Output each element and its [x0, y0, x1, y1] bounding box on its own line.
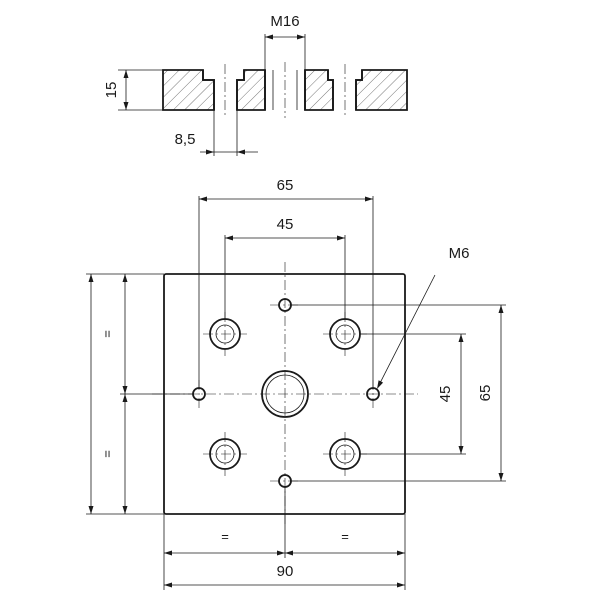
- thickness-arrow-bottom: [123, 102, 129, 110]
- equal-left-bottom: =: [99, 450, 114, 458]
- left-overall-arrow-bottom: [88, 506, 94, 514]
- bottom-split-arrow-right: [397, 550, 405, 556]
- central-thread-hole: [261, 370, 309, 418]
- equal-bottom-right: =: [341, 529, 349, 544]
- bottom-split-arrow-mid-right: [285, 550, 293, 556]
- section-left-inner-body: [236, 69, 266, 111]
- dim45-top-label: 45: [277, 216, 294, 233]
- counterbore-arrow-left: [206, 149, 214, 155]
- dim45-right-arrow-top: [458, 334, 464, 342]
- m6-leader-line: [377, 274, 436, 388]
- bottom-split-arrow-mid-left: [277, 550, 285, 556]
- counterbored-hole-bottom-left: [203, 432, 247, 476]
- width-arrow-right: [397, 582, 405, 588]
- dim45-top-arrow-left: [225, 235, 233, 241]
- left-split-arrow-mid-down: [122, 394, 128, 402]
- dim65-top-label: 65: [277, 177, 294, 194]
- m6-label: M6: [449, 245, 470, 262]
- dim45-right-label: 45: [437, 386, 454, 403]
- section-right-counterbore: [327, 70, 363, 110]
- central-thread-minor: [265, 374, 305, 414]
- dim65-right-arrow-top: [498, 305, 504, 313]
- m16-label: M16: [270, 13, 299, 30]
- plan-view: 65 45 M6 45 65: [86, 177, 506, 590]
- width-arrow-left: [164, 582, 172, 588]
- thickness-label: 15: [103, 82, 120, 99]
- bottom-split-arrow-left: [164, 550, 172, 556]
- dim45-right-arrow-bottom: [458, 446, 464, 454]
- m16-arrow-left: [265, 34, 273, 40]
- left-split-arrow-bottom: [122, 506, 128, 514]
- dim65-top-arrow-right: [365, 196, 373, 202]
- left-overall-arrow-top: [88, 274, 94, 282]
- dim65-right-label: 65: [477, 385, 494, 402]
- dim45-top-arrow-right: [337, 235, 345, 241]
- section-view: M16 15 8,5: [103, 13, 408, 156]
- section-left-counterbore: [202, 70, 245, 110]
- left-split-arrow-top: [122, 274, 128, 282]
- equal-bottom-left: =: [221, 529, 229, 544]
- section-left-body: [162, 69, 215, 111]
- left-split-arrow-mid-up: [122, 386, 128, 394]
- counterbore-arrow-right: [237, 149, 245, 155]
- m16-arrow-right: [297, 34, 305, 40]
- equal-left-top: =: [99, 330, 114, 338]
- width-label: 90: [277, 563, 294, 580]
- counterbore-label: 8,5: [175, 131, 196, 148]
- section-right-body: [355, 69, 408, 111]
- dim65-top-arrow-left: [199, 196, 207, 202]
- m6-leader-arrow: [377, 380, 384, 389]
- dim65-right-arrow-bottom: [498, 473, 504, 481]
- thickness-arrow-top: [123, 70, 129, 78]
